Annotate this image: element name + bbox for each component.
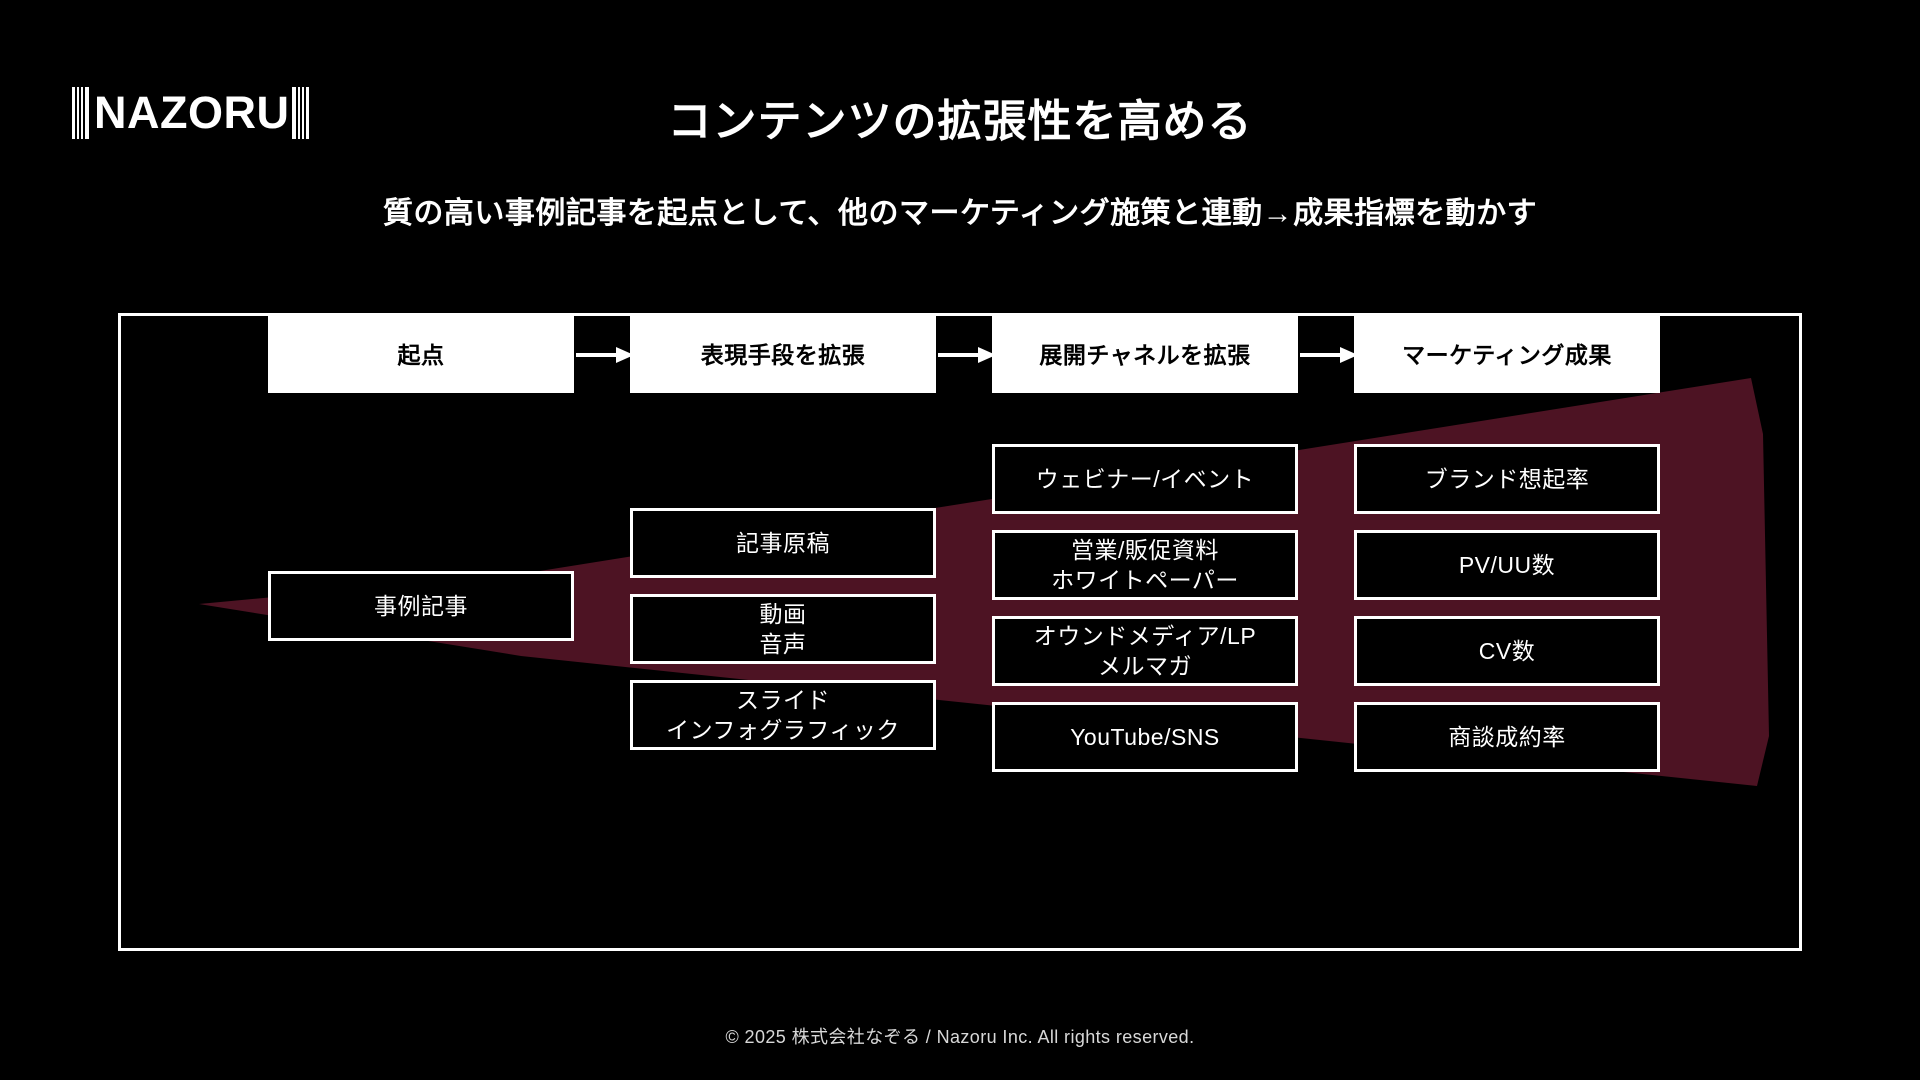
stage-header-label: マーケティング成果 (1402, 342, 1612, 368)
diagram-node-label: PV/UU数 (1459, 550, 1555, 580)
diagram-node-line: ブランド想起率 (1424, 465, 1590, 492)
diagram-node-line: 事例記事 (374, 592, 468, 619)
diagram-node-label: オウンドメディア/LP メルマガ (1034, 621, 1256, 682)
page-subtitle: 質の高い事例記事を起点として、他のマーケティング施策と連動→成果指標を動かす (382, 197, 1538, 230)
stage-header-label: 展開チャネルを拡張 (1039, 342, 1251, 368)
diagram-node-line: メルマガ (1097, 653, 1192, 679)
arrow-right-icon (938, 347, 996, 363)
diagram-node-line: CV数 (1478, 637, 1536, 664)
diagram-node-line: インフォグラフィック (666, 717, 900, 743)
diagram-node: スライドインフォグラフィック (630, 680, 936, 750)
arrow-right-icon (576, 347, 634, 363)
logo-bars-left-icon (72, 87, 91, 139)
stage-header-label: 起点 (397, 342, 445, 368)
diagram-node-label: 事例記事 (374, 591, 468, 621)
diagram-node-line: ウェビナー/イベント (1035, 465, 1255, 492)
diagram-node-label: YouTube/SNS (1070, 722, 1220, 752)
diagram-node-label: CV数 (1479, 636, 1535, 666)
diagram-node: YouTube/SNS (992, 702, 1298, 772)
diagram-node: ブランド想起率 (1354, 444, 1660, 514)
stage-header-3: 展開チャネルを拡張 (992, 313, 1298, 393)
stage-header-4: マーケティング成果 (1354, 313, 1660, 393)
arrow-right-icon (1300, 347, 1358, 363)
diagram-node: 商談成約率 (1354, 702, 1660, 772)
diagram-node: 記事原稿 (630, 508, 936, 578)
diagram-node: ウェビナー/イベント (992, 444, 1298, 514)
diagram-node: 営業/販促資料ホワイトペーパー (992, 530, 1298, 600)
diagram-node-line: スライド (735, 686, 830, 713)
diagram-node-line: YouTube/SNS (1070, 723, 1220, 750)
diagram-node-line: 動画 (759, 600, 807, 627)
logo-bars-right-icon (292, 87, 311, 139)
diagram-node-line: ホワイトペーパー (1051, 567, 1239, 593)
stage-header-2: 表現手段を拡張 (630, 313, 936, 393)
diagram-node-label: 商談成約率 (1448, 722, 1566, 752)
diagram-node: PV/UU数 (1354, 530, 1660, 600)
diagram-node-line: 商談成約率 (1448, 723, 1566, 750)
stage-header-1: 起点 (268, 313, 574, 393)
diagram-node: CV数 (1354, 616, 1660, 686)
diagram-node-label: 動画音声 (760, 599, 807, 660)
stage-header-label: 表現手段を拡張 (700, 342, 866, 368)
diagram-node-label: 営業/販促資料ホワイトペーパー (1051, 535, 1239, 596)
diagram-node-line: 記事原稿 (736, 529, 830, 556)
diagram-node-label: 記事原稿 (736, 528, 830, 558)
diagram-node: 事例記事 (268, 571, 574, 641)
page-title: コンテンツの拡張性を高める (667, 97, 1253, 146)
diagram-node-line: オウンドメディア/LP (1033, 622, 1257, 649)
diagram-node-label: スライドインフォグラフィック (666, 685, 900, 746)
diagram-node-label: ウェビナー/イベント (1036, 464, 1254, 494)
diagram-node-line: 営業/販促資料 (1071, 536, 1219, 563)
diagram-node-label: ブランド想起率 (1425, 464, 1590, 494)
diagram-node: 動画音声 (630, 594, 936, 664)
brand-logo: NAZORU (72, 82, 311, 144)
diagram-node: オウンドメディア/LP メルマガ (992, 616, 1298, 686)
diagram-node-line: PV/UU数 (1458, 551, 1556, 578)
diagram-frame: 起点 表現手段を拡張 展開チャネルを拡張 マーケティング成果 事例記事 記事原稿動… (118, 313, 1802, 951)
diagram-node-line: 音声 (759, 631, 807, 657)
footer-copyright: © 2025 株式会社なぞる / Nazoru Inc. All rights … (725, 1027, 1195, 1047)
logo-wordmark: NAZORU (94, 87, 290, 138)
